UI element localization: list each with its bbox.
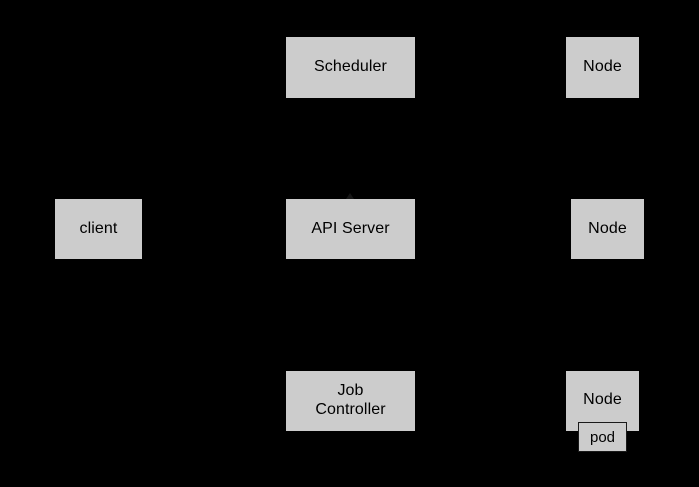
box-scheduler[interactable]: Scheduler [286,37,415,98]
box-node-bottom[interactable]: Node [566,371,639,431]
box-node-top[interactable]: Node [566,37,639,98]
box-client[interactable]: client [55,199,142,259]
edge-client-to-api-server [142,229,286,230]
box-node-middle[interactable]: Node [571,199,644,259]
box-job-controller[interactable]: Job Controller [286,371,415,431]
edge-node-bottom-riser [602,259,603,371]
edge-node-top-riser [602,98,603,199]
box-api-server[interactable]: API Server [286,199,415,259]
edge-scheduler-to-api-server [350,98,351,199]
edge-api-server-to-node-middle [415,229,571,230]
edge-api-server-to-job-controller [350,259,351,371]
box-pod[interactable]: pod [578,422,627,452]
